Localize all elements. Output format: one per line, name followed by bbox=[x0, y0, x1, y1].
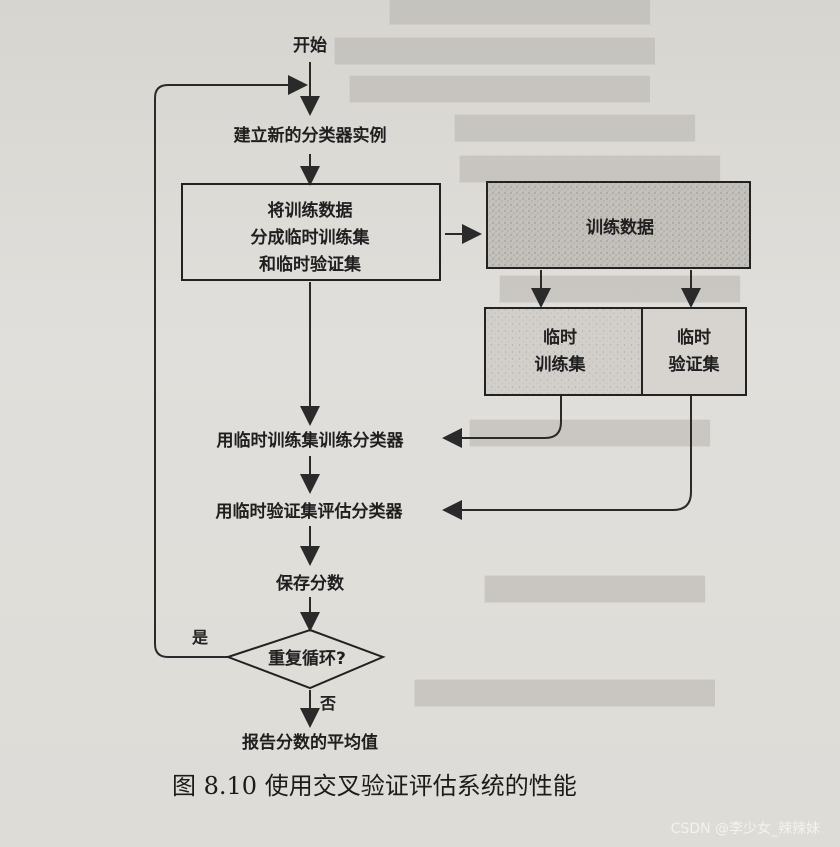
bleed-line-5: ▇▇▇▇▇▇▇▇▇▇▇▇▇ bbox=[459, 153, 721, 183]
repeat-diamond bbox=[225, 628, 386, 690]
report-average-label: 报告分数的平均值 bbox=[242, 732, 378, 753]
split-data-line-2: 分成临时训练集 bbox=[251, 227, 371, 248]
start-label: 开始 bbox=[293, 35, 327, 56]
bleed-line-1: ▇▇▇▇▇▇▇▇▇▇▇▇▇ bbox=[389, 0, 651, 25]
training-data-box bbox=[486, 181, 751, 269]
temp-valid-line-2: 验证集 bbox=[669, 354, 721, 375]
split-data-box bbox=[181, 183, 441, 281]
temp-train-line-1: 临时 bbox=[543, 327, 577, 348]
evaluate-classifier-label: 用临时验证集评估分类器 bbox=[216, 501, 404, 522]
bleed-line-9: ▇▇▇▇▇▇▇▇▇▇▇▇▇▇▇ bbox=[414, 677, 716, 707]
temp-train-to-train-arrow bbox=[442, 396, 562, 448]
temp-valid-line-1: 临时 bbox=[677, 327, 711, 348]
repeat-loop-label: 重复循环? bbox=[268, 648, 346, 669]
temp-train-line-2: 训练集 bbox=[535, 354, 587, 375]
temp-valid-to-evaluate-arrow bbox=[442, 396, 692, 520]
training-data-node: 训练数据 bbox=[486, 181, 751, 269]
bleed-line-2: ▇▇▇▇▇▇▇▇▇▇▇▇▇▇▇▇ bbox=[334, 35, 656, 65]
connectors bbox=[154, 62, 701, 728]
bleed-line-3: ▇▇▇▇▇▇▇▇▇▇▇▇▇▇▇ bbox=[349, 73, 651, 103]
watermark-text: CSDN @李少女_辣辣妹 bbox=[671, 820, 820, 837]
repeat-decision-node: 重复循环? bbox=[225, 628, 386, 690]
train-classifier-label: 用临时训练集训练分类器 bbox=[217, 430, 405, 451]
create-classifier-label: 建立新的分类器实例 bbox=[234, 125, 387, 146]
bleed-line-7: ▇▇▇▇▇▇▇▇▇▇▇▇ bbox=[469, 417, 711, 447]
split-data-node: 将训练数据 分成临时训练集 和临时验证集 bbox=[181, 183, 441, 281]
temp-valid-box bbox=[641, 307, 747, 396]
no-branch-label: 否 bbox=[319, 694, 336, 713]
yes-branch-label: 是 bbox=[191, 628, 208, 647]
temp-train-box bbox=[484, 307, 643, 396]
temp-data-split-node: 临时 训练集 临时 验证集 bbox=[484, 307, 747, 396]
bleed-line-8: ▇▇▇▇▇▇▇▇▇▇▇ bbox=[484, 573, 706, 603]
split-data-line-1: 将训练数据 bbox=[268, 200, 353, 221]
split-data-line-3: 和临时验证集 bbox=[259, 254, 362, 275]
save-score-label: 保存分数 bbox=[275, 573, 345, 594]
figure-caption: 图 8.10 使用交叉验证评估系统的性能 bbox=[172, 772, 577, 800]
training-data-label: 训练数据 bbox=[586, 217, 654, 238]
loop-back-arrow bbox=[154, 75, 308, 658]
bleed-line-6: ▇▇▇▇▇▇▇▇▇▇▇▇ bbox=[499, 273, 741, 303]
bleed-line-4: ▇▇▇▇▇▇▇▇▇▇▇▇ bbox=[454, 112, 696, 142]
